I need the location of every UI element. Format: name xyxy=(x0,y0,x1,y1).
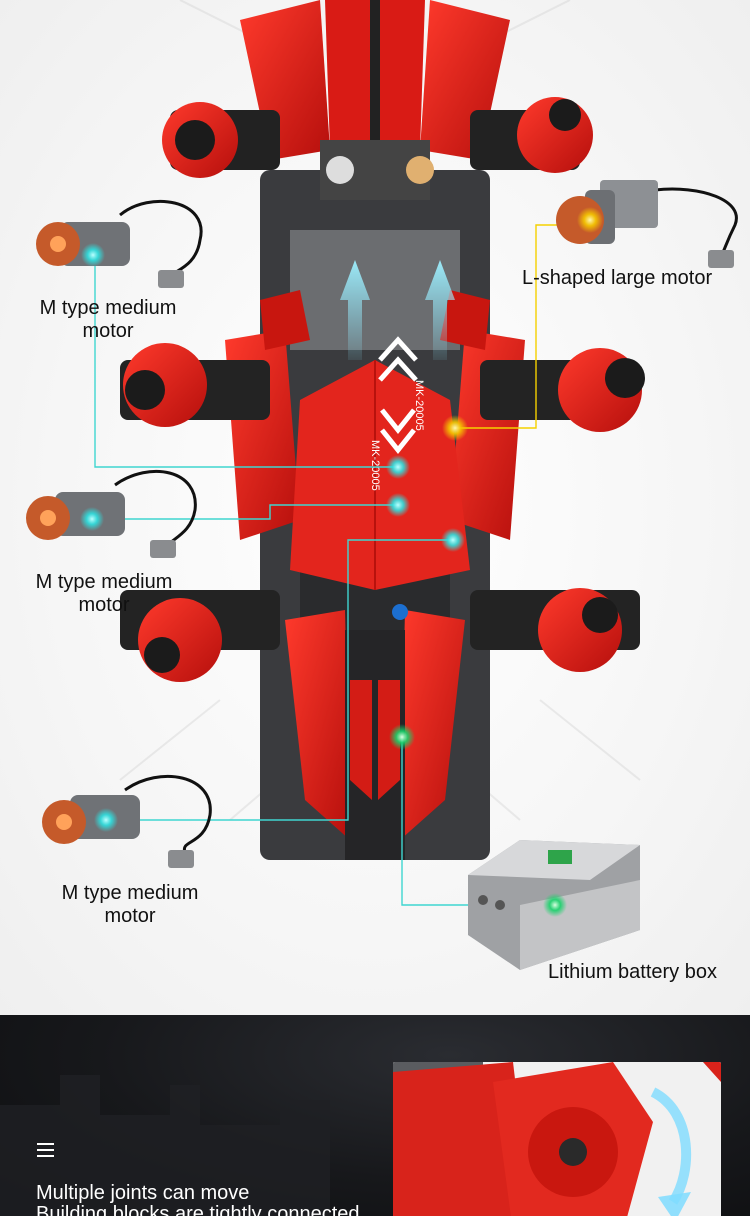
rear-left-wheel xyxy=(120,590,280,682)
point-m-motor-3-car xyxy=(441,528,465,552)
front-left-wheel xyxy=(162,102,280,178)
m-motor-2-label: M type medium motor xyxy=(24,571,184,617)
point-battery-car xyxy=(389,724,415,750)
m-motor-3-label-line2: motor xyxy=(104,905,156,927)
car-decal-left: MK-20005 xyxy=(369,440,381,491)
line-m-motor-2 xyxy=(100,504,398,520)
line-m-motor-3 xyxy=(108,539,453,821)
middle-left-wheel xyxy=(120,343,270,427)
m-motor-1-label-line2: motor xyxy=(82,320,134,342)
feature-line-1: Multiple joints can move xyxy=(36,1182,250,1204)
feature-line-2: Building blocks are tightly connected xyxy=(36,1203,360,1216)
car-illustration: MK-20005 MK-20005 xyxy=(26,0,738,970)
l-motor-label: L-shaped large motor xyxy=(522,267,713,289)
point-l-motor-car xyxy=(442,415,468,441)
m-motor-2-label-line1: M type medium xyxy=(35,571,173,593)
m-motor-1-illustration xyxy=(36,199,203,288)
connection-points xyxy=(386,415,468,750)
front-right-wheel xyxy=(470,97,593,173)
l-motor-illustration xyxy=(556,180,738,268)
m-motor-2-label-line2: motor xyxy=(78,594,130,616)
middle-right-wheel xyxy=(480,348,645,432)
joint-detail-photo xyxy=(393,1062,721,1216)
motor-layout-diagram: MK-20005 MK-20005 xyxy=(0,0,750,1015)
menu-icon[interactable] xyxy=(37,1143,54,1157)
point-m-motor-2-car xyxy=(386,493,410,517)
m-motor-3-label: M type medium motor xyxy=(50,882,210,928)
battery-box-illustration xyxy=(468,840,640,970)
features-banner: Multiple joints can move Building blocks… xyxy=(0,1015,750,1216)
rear-right-wheel xyxy=(470,588,640,672)
m-motor-2-illustration xyxy=(26,469,197,558)
m-motor-1-label: M type medium motor xyxy=(28,297,188,343)
battery-label: Lithium battery box xyxy=(548,961,717,983)
m-motor-3-illustration xyxy=(42,774,212,868)
car-decal-right: MK-20005 xyxy=(413,380,425,431)
feature-list: Multiple joints can move Building blocks… xyxy=(36,1183,360,1216)
line-m-motor-1 xyxy=(94,255,398,468)
rear-body-panels xyxy=(285,604,465,860)
forward-arrows xyxy=(340,260,455,455)
city-silhouette xyxy=(0,1075,330,1216)
engine-cover xyxy=(290,360,470,590)
m-motor-3-label-line1: M type medium xyxy=(61,882,199,904)
point-m-motor-1-car xyxy=(386,455,410,479)
m-motor-1-label-line1: M type medium xyxy=(39,297,177,319)
